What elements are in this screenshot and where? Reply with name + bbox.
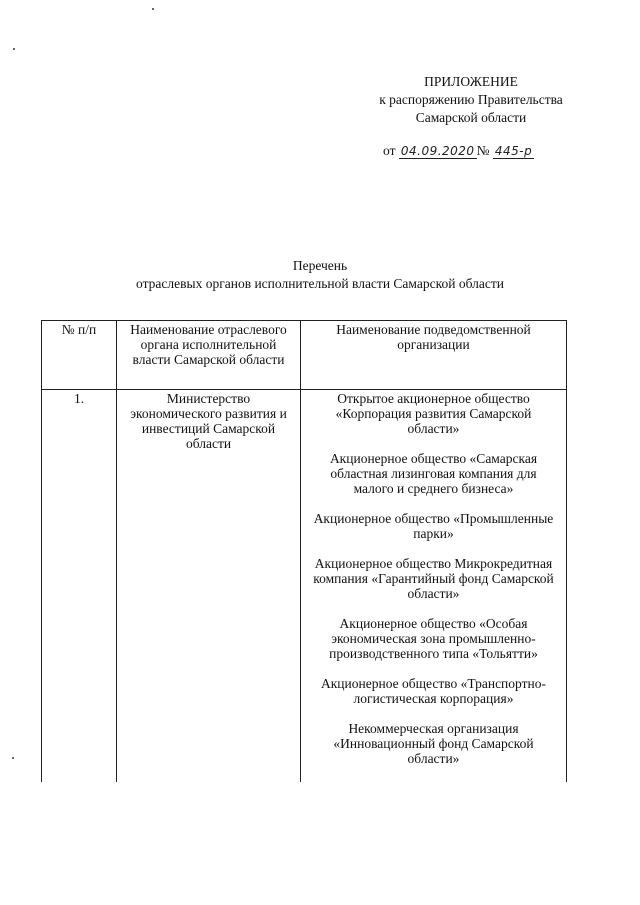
row-number: 1. — [40, 389, 118, 782]
organization-item: Акционерное общество «Промышленные парки… — [313, 511, 554, 541]
appendix-header: ПРИЛОЖЕНИЕ к распоряжению Правительства … — [340, 73, 602, 127]
organization-item: Некоммерческая организация «Инновационны… — [333, 721, 534, 766]
scan-speck — [12, 757, 14, 759]
row-organizations: Открытое акционерное общество «Корпораци… — [300, 389, 567, 782]
scan-speck — [13, 48, 15, 50]
order-prefix: от — [383, 143, 396, 158]
organization-item: Акционерное общество Микрокредитная комп… — [313, 556, 554, 601]
header-ministry: Наименование отраслевого органа исполнит… — [116, 320, 301, 390]
scan-speck — [152, 8, 154, 10]
organization-item: Акционерное общество «Особая экономическ… — [329, 616, 538, 661]
table-header-row: № п/п Наименование отраслевого органа ис… — [40, 320, 567, 390]
appendix-title: ПРИЛОЖЕНИЕ — [424, 74, 518, 89]
header-organization: Наименование подведомственной организаци… — [300, 320, 567, 390]
appendix-subtitle-1: к распоряжению Правительства — [379, 92, 563, 107]
organization-item: Акционерное общество «Транспортно-логист… — [321, 676, 546, 706]
organization-item: Открытое акционерное общество «Корпораци… — [335, 391, 532, 436]
document-title: Перечень отраслевых органов исполнительн… — [60, 257, 580, 293]
appendix-subtitle-2: Самарской области — [415, 110, 527, 125]
order-date: 04.09.2020 — [398, 144, 477, 159]
organization-item: Акционерное общество «Самарская областна… — [329, 451, 538, 496]
title-line-2: отраслевых органов исполнительной власти… — [136, 276, 504, 291]
organizations-table: № п/п Наименование отраслевого органа ис… — [40, 320, 567, 782]
order-number-sign: № — [476, 143, 490, 158]
title-line-1: Перечень — [292, 258, 348, 273]
table-row: 1. Министерство экономического развития … — [40, 389, 567, 782]
header-number: № п/п — [40, 320, 118, 390]
order-number: 445-р — [492, 144, 535, 159]
row-ministry: Министерство экономического развития и и… — [116, 389, 301, 782]
